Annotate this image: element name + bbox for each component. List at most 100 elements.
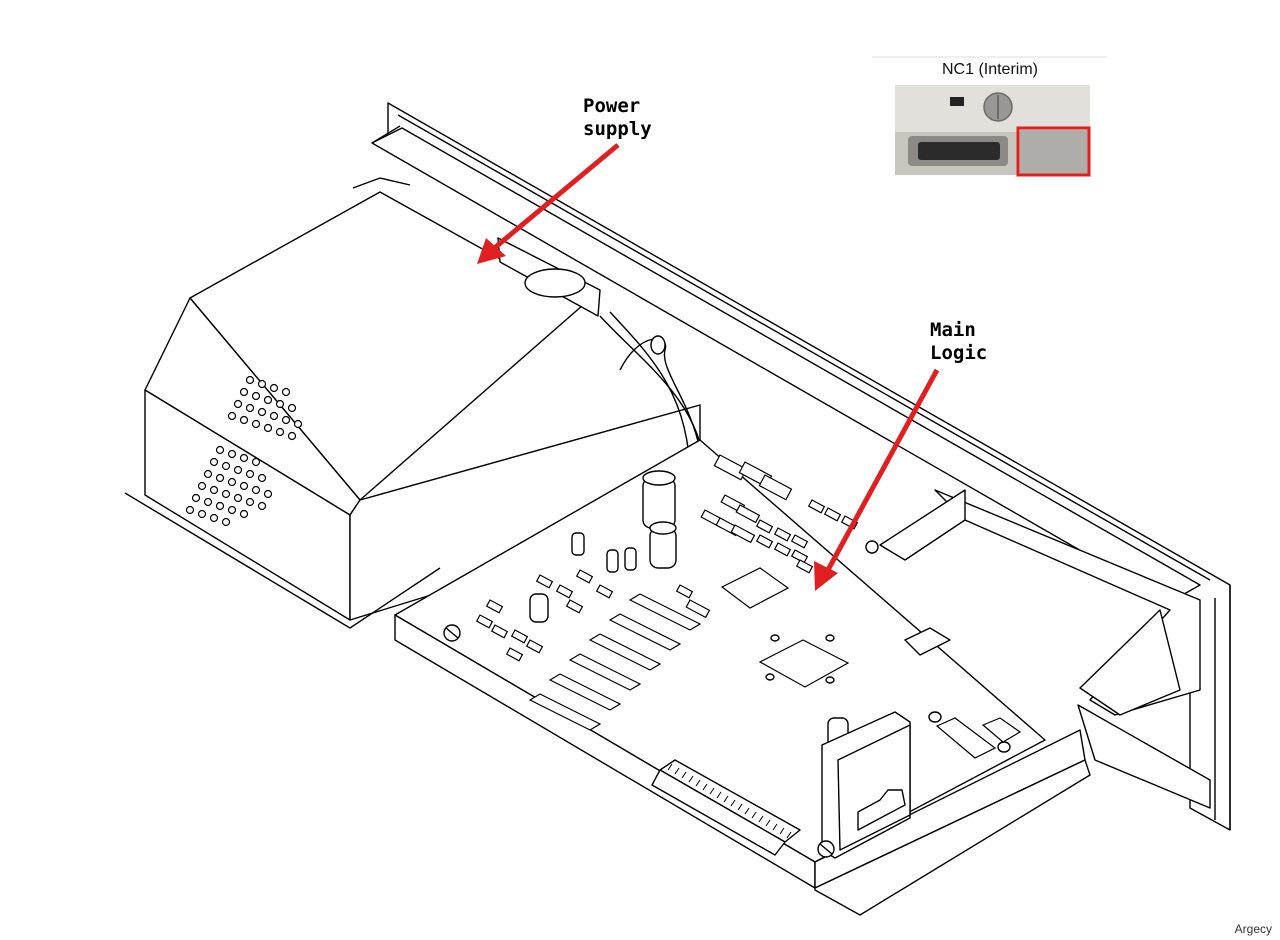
capacitors	[529, 470, 1011, 753]
vent-hole	[293, 419, 303, 429]
vent-hole	[203, 497, 213, 507]
connector-pin	[667, 763, 673, 771]
vent-hole	[233, 465, 243, 475]
vent-hole	[263, 423, 273, 433]
board-component	[565, 599, 584, 614]
board-component	[510, 629, 529, 644]
dip-chip	[548, 673, 622, 711]
board-component	[755, 534, 774, 549]
vent-hole	[239, 415, 249, 425]
vent-hole	[251, 485, 261, 495]
vent-hole	[251, 457, 261, 467]
power-supply-vents	[185, 375, 303, 527]
board-component	[823, 507, 842, 522]
vent-hole	[245, 403, 255, 413]
vent-hole	[221, 489, 231, 499]
parallel-connector	[651, 759, 801, 856]
vent-hole	[251, 391, 261, 401]
connector-pin	[716, 791, 722, 799]
board-component	[758, 474, 793, 501]
board-component	[595, 584, 614, 599]
vent-hole	[281, 387, 291, 397]
vent-hole	[227, 477, 237, 487]
vent-hole	[215, 473, 225, 483]
board-component	[675, 584, 694, 599]
vent-hole	[245, 375, 255, 385]
vent-hole	[257, 501, 267, 511]
board-component	[575, 569, 594, 584]
vent-hole	[227, 505, 237, 515]
vent-hole	[287, 431, 297, 441]
vent-hole	[191, 493, 201, 503]
board-component	[730, 524, 756, 544]
board-component	[807, 499, 826, 514]
board-component	[790, 534, 809, 549]
vent-hole	[221, 517, 231, 527]
vent-hole	[257, 407, 267, 417]
dip-chip	[628, 593, 702, 631]
vent-hole	[263, 395, 273, 405]
small-connector	[865, 540, 1022, 759]
board-components	[475, 454, 859, 731]
connector-pin	[681, 771, 687, 779]
vent-hole	[287, 403, 297, 413]
board-component	[773, 527, 792, 542]
connector-pin	[758, 815, 764, 823]
vent-hole	[239, 387, 249, 397]
dip-chip	[608, 613, 682, 651]
large-chips	[720, 567, 850, 688]
board-component	[525, 639, 544, 654]
vent-hole	[227, 449, 237, 459]
board-component	[795, 559, 814, 574]
connector-pin	[688, 775, 694, 783]
main-logic-label-line2: Logic	[930, 342, 988, 364]
inset-photo	[872, 56, 1107, 177]
vent-hole	[245, 497, 255, 507]
connector-pin	[674, 767, 680, 775]
vent-hole	[263, 489, 273, 499]
board-component	[685, 599, 711, 619]
vent-hole	[197, 509, 207, 519]
vent-hole	[215, 445, 225, 455]
vent-hole	[233, 399, 243, 409]
card-slot	[821, 711, 911, 859]
board-component	[555, 584, 574, 599]
connector-pin	[751, 811, 757, 819]
rear-frame	[371, 102, 1231, 831]
vent-hole	[203, 469, 213, 479]
connector-pin	[786, 831, 792, 839]
vent-hole	[275, 427, 285, 437]
vent-hole	[257, 473, 267, 483]
vent-hole	[239, 481, 249, 491]
vent-hole	[245, 469, 255, 479]
power-supply-label-line2: supply	[583, 118, 652, 140]
vent-hole	[239, 453, 249, 463]
dip-chip	[568, 653, 642, 691]
board-component	[475, 614, 494, 629]
vent-hole	[257, 379, 267, 389]
right-bracket	[879, 489, 1211, 809]
vent-hole	[227, 411, 237, 421]
inset-title: NC1 (Interim)	[941, 61, 1038, 78]
vent-hole	[209, 485, 219, 495]
board-component	[485, 599, 504, 614]
power-supply-label-line1: Power	[583, 95, 641, 117]
connector-pin	[779, 827, 785, 835]
board-component	[790, 549, 809, 564]
board-component	[505, 647, 524, 662]
dip-chip	[528, 693, 602, 731]
connector-pin	[737, 803, 743, 811]
board-component	[773, 542, 792, 557]
vent-hole	[269, 383, 279, 393]
vent-hole	[221, 461, 231, 471]
vent-hole	[275, 399, 285, 409]
board-component	[490, 624, 509, 639]
vent-hole	[239, 509, 249, 519]
main-logic-label-line1: Main	[930, 319, 976, 341]
vent-hole	[209, 457, 219, 467]
connector-pin	[772, 823, 778, 831]
board-component	[535, 574, 554, 589]
board-component	[735, 504, 761, 524]
mounting-screws	[443, 624, 835, 858]
